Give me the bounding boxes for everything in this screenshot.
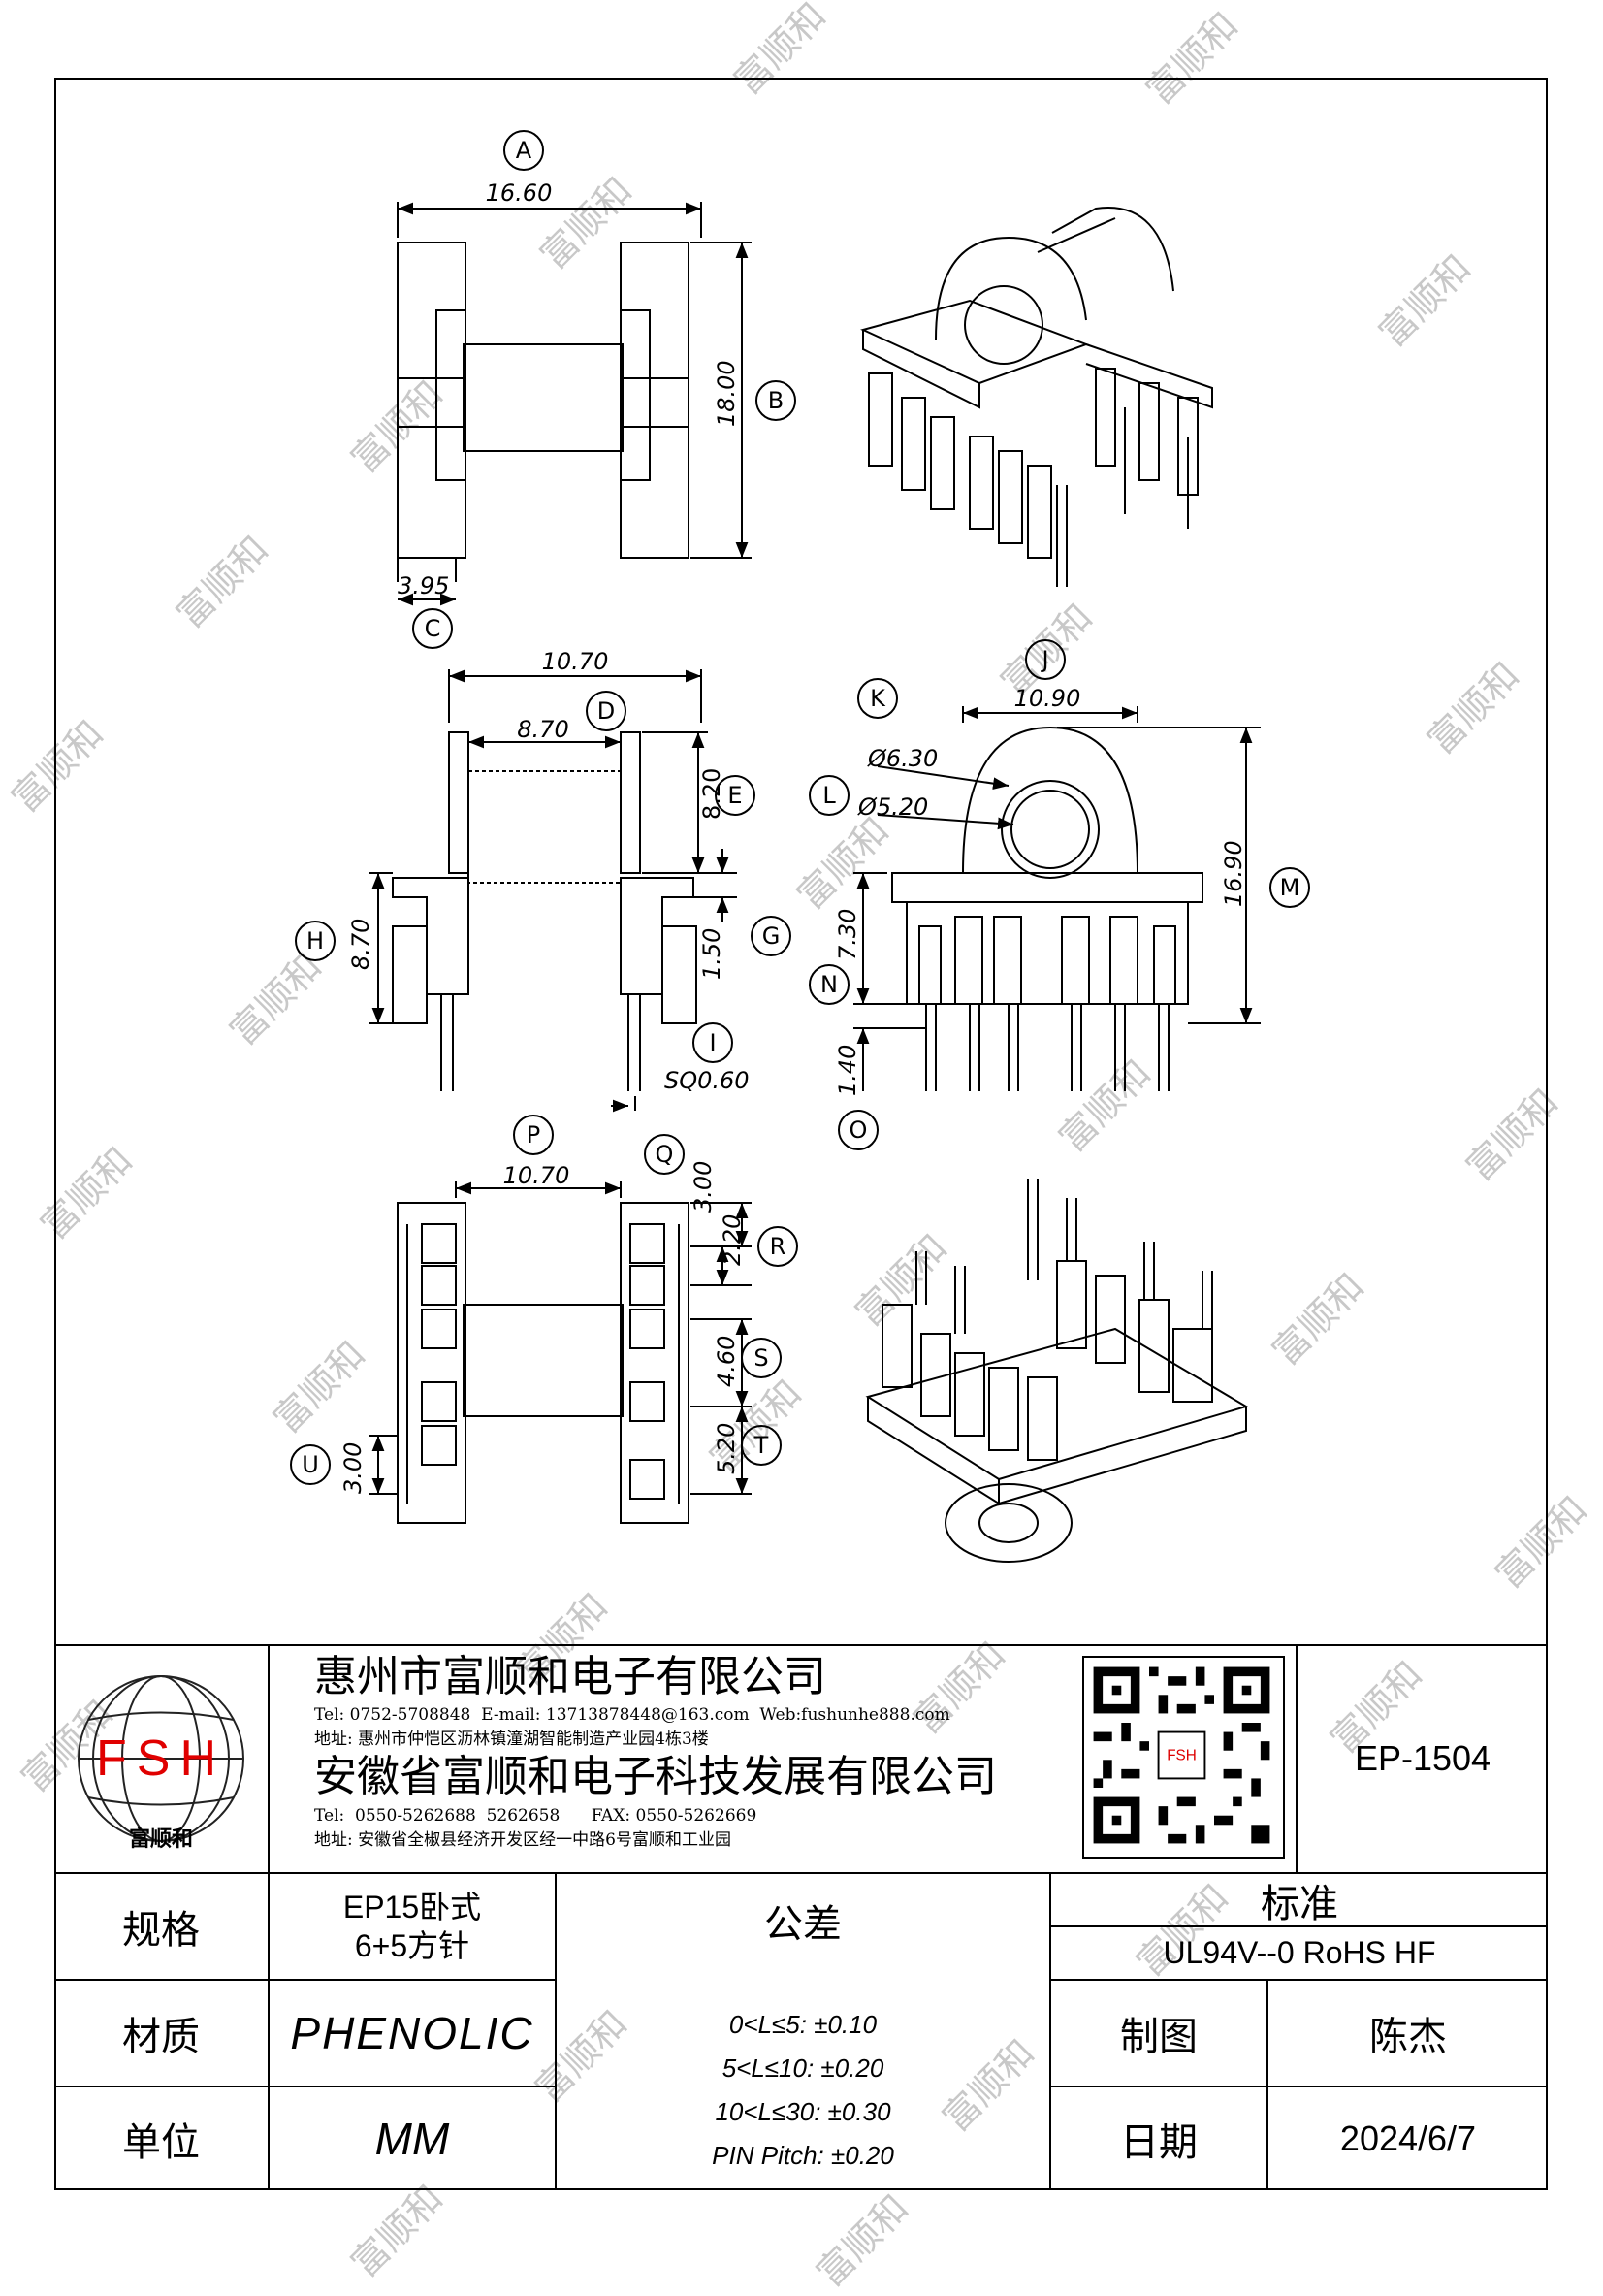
dim-letter-h: H: [306, 927, 324, 954]
company2-name: 安徽省富顺和电子科技发展有限公司: [314, 1752, 997, 1801]
dim-value-d: 10.70: [542, 648, 609, 675]
drawn-by-value: 陈杰: [1369, 2015, 1447, 2059]
dim-letter-t: T: [753, 1432, 769, 1459]
globe-icon: FSH: [78, 1674, 244, 1842]
dim-letter-b: B: [768, 387, 784, 414]
dim-value-c: 3.95: [398, 572, 449, 599]
dim-value-r: 2.20: [719, 1214, 746, 1266]
dim-value-b: 18.00: [713, 360, 740, 427]
tolerance-line: 0<L≤5: ±0.10: [728, 2010, 878, 2039]
drawing-border: [54, 78, 1548, 2190]
dim-value-g: 1.50: [698, 928, 725, 980]
top-view: [397, 242, 689, 582]
dim-letter-r: R: [770, 1233, 786, 1260]
logo-name: 富顺和: [128, 1827, 193, 1852]
isometric-view-top: [860, 207, 1213, 587]
dim-value-e: 8.70: [517, 716, 568, 743]
dim-value-u: 3.00: [339, 1442, 367, 1494]
company-logo: FSH 富顺和: [54, 1644, 268, 1872]
part-number: EP-1504: [1354, 1737, 1491, 1778]
spec-label: 规格: [122, 1908, 200, 1953]
qr-label: FSH: [1167, 1747, 1197, 1763]
dim-value-h: 8.70: [347, 919, 374, 970]
dim-letter-d: D: [597, 697, 615, 725]
company2-address: 地址: 安徽省全椒县经济开发区经一中路6号富顺和工业园: [314, 1830, 731, 1850]
tolerance-title: 公差: [764, 1902, 842, 1947]
tolerance-line: PIN Pitch: ±0.20: [712, 2141, 894, 2170]
spec-line1: EP15卧式: [342, 1890, 482, 1924]
material-label: 材质: [122, 2015, 200, 2059]
isometric-view-bottom: [865, 1179, 1249, 1563]
dim-letter-m: M: [1280, 874, 1300, 901]
unit-value: MM: [374, 2114, 450, 2164]
dim-letter-o: O: [850, 1116, 868, 1144]
dim-letter-u: U: [302, 1451, 319, 1478]
company-info: 惠州市富顺和电子有限公司 Tel: 0752-5708848 E-mail: 1…: [314, 1652, 1148, 1852]
standard-label: 标准: [1261, 1881, 1338, 1926]
spec-line2: 6+5方针: [354, 1928, 470, 1963]
tolerance-list: 0<L≤5: ±0.10 5<L≤10: ±0.20 10<L≤30: ±0.3…: [557, 2003, 1049, 2178]
dim-value-t: 5.20: [713, 1423, 740, 1474]
dim-value-o: 1.40: [834, 1045, 861, 1096]
dim-value-j: 10.90: [1014, 685, 1081, 712]
company1-address: 地址: 惠州市仲恺区沥林镇潼湖智能制造产业园4栋3楼: [314, 1730, 709, 1749]
dim-value-k: Ø6.30: [867, 745, 938, 772]
material-value: PHENOLIC: [290, 2008, 534, 2058]
side-section-view: [392, 731, 697, 1091]
logo-letters: FSH: [96, 1730, 226, 1787]
dim-letter-l: L: [822, 782, 836, 809]
dim-value-n: 7.30: [834, 909, 861, 960]
dim-letter-i: I: [709, 1029, 716, 1056]
title-block: FSH 富顺和 惠州市富顺和电子有限公司 Tel: 0752-5708848 E…: [54, 1644, 1548, 2190]
dim-letter-j: J: [1040, 646, 1048, 673]
dim-letter-c: C: [425, 615, 441, 642]
dim-value-q: 3.00: [689, 1161, 717, 1213]
dim-letter-a: A: [516, 137, 532, 164]
dim-value-m: 16.90: [1220, 840, 1247, 907]
spec-value: EP15卧式 6+5方针: [270, 1874, 555, 1979]
dim-value-f: 8.20: [698, 768, 725, 820]
dim-value-a: 16.60: [486, 179, 553, 207]
standard-value: UL94V--0 RoHS HF: [1163, 1935, 1436, 1970]
company2-contact: Tel: 0550-5262688 5262658 FAX: 0550-5262…: [314, 1806, 757, 1826]
unit-label: 单位: [122, 2120, 200, 2165]
tolerance-line: 5<L≤10: ±0.20: [721, 2053, 884, 2083]
date-value: 2024/6/7: [1339, 2118, 1477, 2158]
dim-value-l: Ø5.20: [857, 793, 928, 821]
dim-letter-s: S: [753, 1344, 768, 1372]
dim-value-s: 4.60: [713, 1336, 740, 1387]
bottom-view: [397, 1202, 689, 1524]
dim-value-p: 10.70: [503, 1162, 570, 1189]
dim-value-i: SQ0.60: [664, 1067, 750, 1094]
dim-letter-q: Q: [656, 1141, 674, 1168]
dim-letter-p: P: [527, 1121, 540, 1148]
dim-letter-g: G: [762, 922, 781, 950]
drawn-by-label: 制图: [1120, 2015, 1198, 2059]
front-view: [891, 726, 1203, 1091]
tolerance-line: 10<L≤30: ±0.30: [715, 2097, 891, 2126]
company1-contact: Tel: 0752-5708848 E-mail: 13713878448@16…: [314, 1705, 950, 1725]
company1-name: 惠州市富顺和电子有限公司: [314, 1652, 826, 1701]
qr-code: FSH: [1082, 1656, 1285, 1859]
dim-letter-e: E: [727, 782, 742, 809]
dim-letter-k: K: [870, 685, 886, 712]
dim-letter-n: N: [820, 971, 838, 998]
date-label: 日期: [1120, 2120, 1198, 2165]
